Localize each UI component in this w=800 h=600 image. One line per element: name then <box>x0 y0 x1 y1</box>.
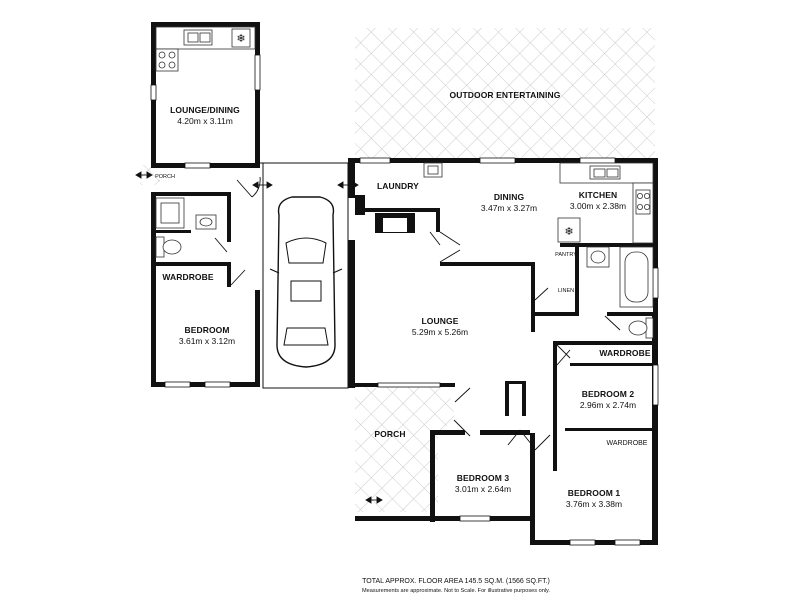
outdoor-entertaining-label: OUTDOOR ENTERTAINING <box>450 90 561 100</box>
carport <box>260 162 349 389</box>
dining-dims: 3.47m x 3.27m <box>481 203 537 213</box>
wardrobe-b2-label: WARDROBE <box>599 348 651 358</box>
bedroom1-label: BEDROOM 1 <box>568 488 621 498</box>
total-area-text: TOTAL APPROX. FLOOR AREA 145.5 SQ.M. (15… <box>362 578 550 585</box>
kitchen-label: KITCHEN <box>579 190 617 200</box>
lounge-dining-label: LOUNGE/DINING <box>170 105 240 115</box>
dining-label: DINING <box>494 192 525 202</box>
kitchen-fridge-icon: ❄ <box>564 226 573 238</box>
linen-label: LINEN <box>558 288 574 294</box>
porch-area <box>355 386 455 512</box>
main-bathroom-fixtures <box>586 246 654 339</box>
disclaimer-text: Measurements are approximate. Not to Sca… <box>362 588 550 594</box>
doors <box>214 176 621 451</box>
bedroom3-label: BEDROOM 3 <box>457 473 510 483</box>
pantry-label: PANTRY <box>555 252 577 258</box>
bedroom3-dims: 3.01m x 2.64m <box>455 484 511 494</box>
kitchen-fixtures-top: ❄ <box>155 26 256 72</box>
laundry-fixtures <box>375 162 443 233</box>
main-kitchen-fixtures: ❄ <box>557 162 654 244</box>
bedroom2-label: BEDROOM 2 <box>582 389 635 399</box>
outdoor-entertaining-area <box>355 28 655 161</box>
bedroom1-dims: 3.76m x 3.38m <box>566 499 622 509</box>
entry-arrows <box>135 171 383 504</box>
lounge-dims: 5.29m x 5.26m <box>412 327 468 337</box>
bedroom2-dims: 2.96m x 2.74m <box>580 400 636 410</box>
fridge-icon: ❄ <box>236 33 245 45</box>
lounge-label: LOUNGE <box>422 316 459 326</box>
laundry-label: LAUNDRY <box>377 181 419 191</box>
car-icon <box>269 196 343 368</box>
bedroom-dims: 3.61m x 3.12m <box>179 336 235 346</box>
porch-small-label: PORCH <box>155 174 175 180</box>
porch-label: PORCH <box>374 429 405 439</box>
lounge-dining-dims: 4.20m x 3.11m <box>177 116 233 126</box>
wardrobe-b1-label: WARDROBE <box>607 440 648 447</box>
kitchen-dims: 3.00m x 2.38m <box>570 201 626 211</box>
windows <box>150 54 659 546</box>
bedroom-label: BEDROOM <box>184 325 229 335</box>
wardrobe-left-label: WARDROBE <box>162 272 214 282</box>
left-bathroom-fixtures <box>155 197 217 258</box>
